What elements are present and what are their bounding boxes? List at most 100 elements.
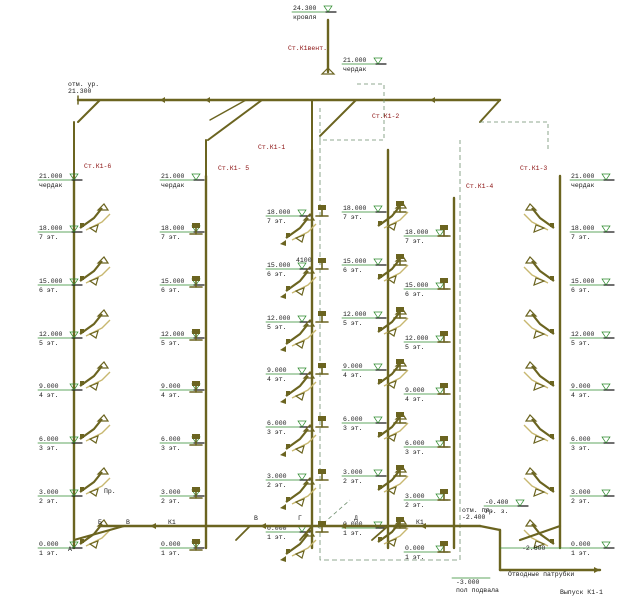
k1-6-level-2-marker xyxy=(69,278,79,286)
k1-5-wc-7-toilet-icon xyxy=(192,539,200,544)
k1-1-wc-7-toilet-icon xyxy=(318,521,326,526)
k1-1-level-6-marker xyxy=(297,473,307,481)
k1-3-level-7-elev: 0.000 xyxy=(571,541,591,548)
k1-4-level-1-floor: 7 эт. xyxy=(405,238,425,245)
flow-arrow-1 xyxy=(205,97,210,103)
k1-3-level-3-elev: 12.000 xyxy=(571,331,595,338)
k1-1-level-1-marker xyxy=(297,209,307,217)
vent-riser-tag: Ст.К1вент. xyxy=(288,45,327,52)
riser-k1-2-tag: Ст.К1-2 xyxy=(372,113,399,120)
k1-6-level-0-elev: 21.000 xyxy=(39,173,63,180)
k1-1-wc-2-toilet-icon xyxy=(318,258,326,263)
k1-6-fixture-7-tee xyxy=(80,539,84,543)
k1-3-level-5-marker xyxy=(601,436,611,444)
k1-6-level-6-floor: 2 эт. xyxy=(39,498,59,505)
k1-3-fixture-3-trap-icon xyxy=(533,330,546,340)
k1-4-wc-4-toilet-icon xyxy=(440,383,448,388)
k1-1-fixture-5-fitting-icon xyxy=(302,424,316,432)
k1-5-wc-2-toilet-icon xyxy=(192,276,200,281)
riser-k1-1-tag: Ст.К1-1 xyxy=(258,144,285,151)
k1-2-level-2-elev: 15.000 xyxy=(343,258,367,265)
k1-4-level-7-elev: 0.000 xyxy=(405,545,425,552)
k1-1-outlet-4 xyxy=(280,398,286,404)
k1-2-fixture-2-branch xyxy=(377,258,401,280)
k1-3-fixture-1-trap-icon xyxy=(533,224,546,234)
k1-6-level-3-marker xyxy=(69,331,79,339)
dimension-4100: 4100 xyxy=(296,257,312,264)
k1-2-fixture-3-branch xyxy=(377,311,401,333)
k1-6-level-0-marker xyxy=(69,173,79,181)
k1-2-fixture-7-tee xyxy=(378,537,382,541)
level-ground-marker xyxy=(515,499,525,507)
k1-2-level-6-floor: 2 эт. xyxy=(343,478,363,485)
k1-2-level-4-marker xyxy=(373,363,383,371)
k1-4-level-3-elev: 12.000 xyxy=(405,335,429,342)
k1-3-level-7-floor: 1 эт. xyxy=(571,550,591,557)
basement-flow-arrow-1 xyxy=(260,523,266,529)
k1-1-level-2-floor: 6 эт. xyxy=(267,271,287,278)
k1-1-level-3-marker xyxy=(297,315,307,323)
k1-6-level-7-elev: 0.000 xyxy=(39,541,59,548)
k1-6-level-3-floor: 5 эт. xyxy=(39,340,59,347)
k1-6-level-5-floor: 3 эт. xyxy=(39,445,59,452)
k1-1-fixture-6-tee xyxy=(286,497,290,501)
riser-k1-4-tag: Ст.К1-4 xyxy=(466,183,493,190)
k1-5-level-0-marker xyxy=(191,173,201,181)
k1-3-level-4-floor: 4 эт. xyxy=(571,392,591,399)
k1-4-level-5-marker xyxy=(435,440,445,448)
k1-2-fixture-5-tee xyxy=(378,432,382,436)
k1-3-level-0-floor: чердак xyxy=(571,182,595,189)
basement-link-k1-6 xyxy=(72,524,126,542)
k1-1-fixture-5-tee xyxy=(286,444,290,448)
detail-note: Отводные патрубки xyxy=(508,570,574,578)
left-note-2: 21.300 xyxy=(68,88,92,95)
k1-6-fixture-2-trap-icon xyxy=(88,277,99,286)
k1-6-level-5-marker xyxy=(69,436,79,444)
k1-3-fixture-2-fitting-icon xyxy=(524,256,538,264)
basement-to-outlet xyxy=(478,524,502,532)
k1-4-wc-1-toilet-icon xyxy=(440,225,448,230)
k1-1-wc-3-toilet-icon xyxy=(318,311,326,316)
k1-3-level-0-elev: 21.000 xyxy=(571,173,595,180)
k1-3-fixture-6-tee xyxy=(550,487,554,491)
k1-3-level-4-elev: 9.000 xyxy=(571,383,591,390)
k1-2-fixture-6-tee xyxy=(378,485,382,489)
k1-2-level-3-floor: 5 эт. xyxy=(343,320,363,327)
k1-3-fixture-3-tee xyxy=(550,329,554,333)
k1-2-level-7-elev: 0.000 xyxy=(343,521,363,528)
k1-1-level-4-elev: 9.000 xyxy=(267,367,287,374)
k1-1-level-2-elev: 15.000 xyxy=(267,262,291,269)
k1-3-level-7-marker xyxy=(601,541,611,549)
k1-4-wc-2-toilet-icon xyxy=(440,278,448,283)
node-letter-0: А xyxy=(68,546,72,553)
k1-6-level-4-floor: 4 эт. xyxy=(39,392,59,399)
k1-1-fixture-6-fitting-icon xyxy=(302,477,316,485)
k1-2-level-5-floor: 3 эт. xyxy=(343,425,363,432)
k1-3-level-4-marker xyxy=(601,383,611,391)
k1-6-fixture-3-branch xyxy=(79,313,103,335)
k1-2-fixture-1-tee xyxy=(378,221,382,225)
k1-2-fixture-2-trap-icon xyxy=(386,275,397,284)
k1-5-level-0-floor: чердак xyxy=(161,182,185,189)
node-letter-5: Г xyxy=(298,515,302,522)
k1-1-fixture-1-trap-icon xyxy=(294,234,305,243)
k1-2-fixture-2-tee xyxy=(378,274,382,278)
node-letter-3: К1 xyxy=(168,519,176,526)
k1-3-level-3-marker xyxy=(601,331,611,339)
k1-6-fixture-1-tee xyxy=(80,223,84,227)
collector-branch-k12 xyxy=(319,99,357,137)
k1-3-fixture-7-trap-icon xyxy=(533,540,546,550)
k1-6-fixture-4-fitting-icon xyxy=(96,361,110,369)
node-letter-1: Б xyxy=(98,519,102,526)
k1-6-fixture-5-fitting-icon xyxy=(96,414,110,422)
k1-1-wc-6-toilet-icon xyxy=(318,469,326,474)
roof-level-floor: кровля xyxy=(293,14,317,21)
k1-6-fixture-4-trap-icon xyxy=(88,382,99,391)
k1-1-fixture-3-tee xyxy=(286,339,290,343)
k1-1-fixture-1-branch xyxy=(285,217,309,239)
k1-1-fixture-3-branch xyxy=(285,323,309,345)
k1-1-level-7-elev: 0.000 xyxy=(267,525,287,532)
k1-2-fixture-4-tee xyxy=(378,379,382,383)
k1-3-fixture-1-fitting-icon xyxy=(524,203,538,211)
k1-6-level-2-floor: 6 эт. xyxy=(39,287,59,294)
